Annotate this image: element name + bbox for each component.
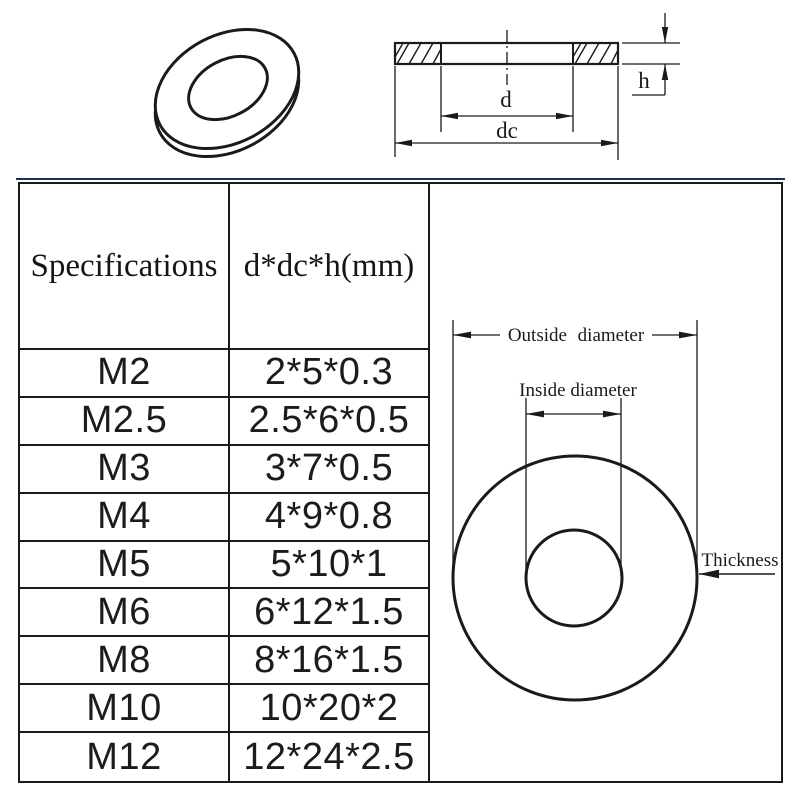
- dimension-thickness: Thickness: [699, 550, 779, 579]
- size-cell: 6*12*1.5: [230, 589, 430, 638]
- spec-cell: M5: [20, 541, 230, 590]
- spec-cell: M4: [20, 493, 230, 542]
- d-label: d: [500, 87, 512, 112]
- size-cell: 8*16*1.5: [230, 637, 430, 686]
- spec-cell: M8: [20, 637, 230, 686]
- col-header-size: d*dc*h(mm): [230, 184, 430, 350]
- section-body: [393, 41, 620, 66]
- washer-face-diagram: Outside diameter Inside diameter Thick: [451, 320, 779, 702]
- washer-3d-group: [153, 27, 301, 159]
- spec-cell: M6: [20, 589, 230, 638]
- size-cell: 2*5*0.3: [230, 350, 430, 398]
- spec-table: Specifications d*dc*h(mm): [20, 184, 781, 781]
- size-cell: 10*20*2: [230, 685, 430, 734]
- dc-label: dc: [496, 118, 518, 143]
- washer-cross-section-drawing: d dc h: [393, 13, 680, 160]
- washer-face-diagram-cell: Outside diameter Inside diameter Thick: [430, 184, 781, 781]
- dimension-h: h: [622, 13, 680, 96]
- washer-inner-hole: [187, 54, 269, 122]
- table-top-accent-line: [16, 178, 785, 180]
- size-cell: 2.5*6*0.5: [230, 397, 430, 446]
- size-cell: 5*10*1: [230, 541, 430, 590]
- col-header-specifications: Specifications: [20, 184, 230, 350]
- h-label: h: [638, 68, 650, 93]
- dimension-dc: dc: [395, 118, 618, 147]
- spec-cell: M2: [20, 350, 230, 398]
- spec-cell: M2.5: [20, 397, 230, 446]
- dimension-inside-diameter: Inside diameter: [519, 380, 637, 418]
- inner-circle: [524, 528, 624, 628]
- outer-circle: [451, 454, 699, 702]
- hatch-left: [394, 42, 442, 65]
- dimension-d: d: [441, 87, 573, 120]
- thickness-label: Thickness: [701, 550, 778, 571]
- size-cell: 12*24*2.5: [230, 733, 430, 781]
- extension-lines: [394, 66, 619, 160]
- spec-cell: M12: [20, 733, 230, 781]
- spec-table-block: Specifications d*dc*h(mm): [18, 182, 783, 783]
- spec-cell: M3: [20, 445, 230, 494]
- face-extension-lines: [452, 320, 698, 576]
- outside-diameter-label: Outside diameter: [508, 325, 645, 346]
- hatch-right: [572, 42, 619, 65]
- size-cell: 4*9*0.8: [230, 493, 430, 542]
- dimension-outside-diameter: Outside diameter: [453, 325, 697, 346]
- inside-diameter-label: Inside diameter: [519, 380, 637, 401]
- washer-3d-illustration: [153, 27, 301, 159]
- spec-cell: M10: [20, 685, 230, 734]
- size-cell: 3*7*0.5: [230, 445, 430, 494]
